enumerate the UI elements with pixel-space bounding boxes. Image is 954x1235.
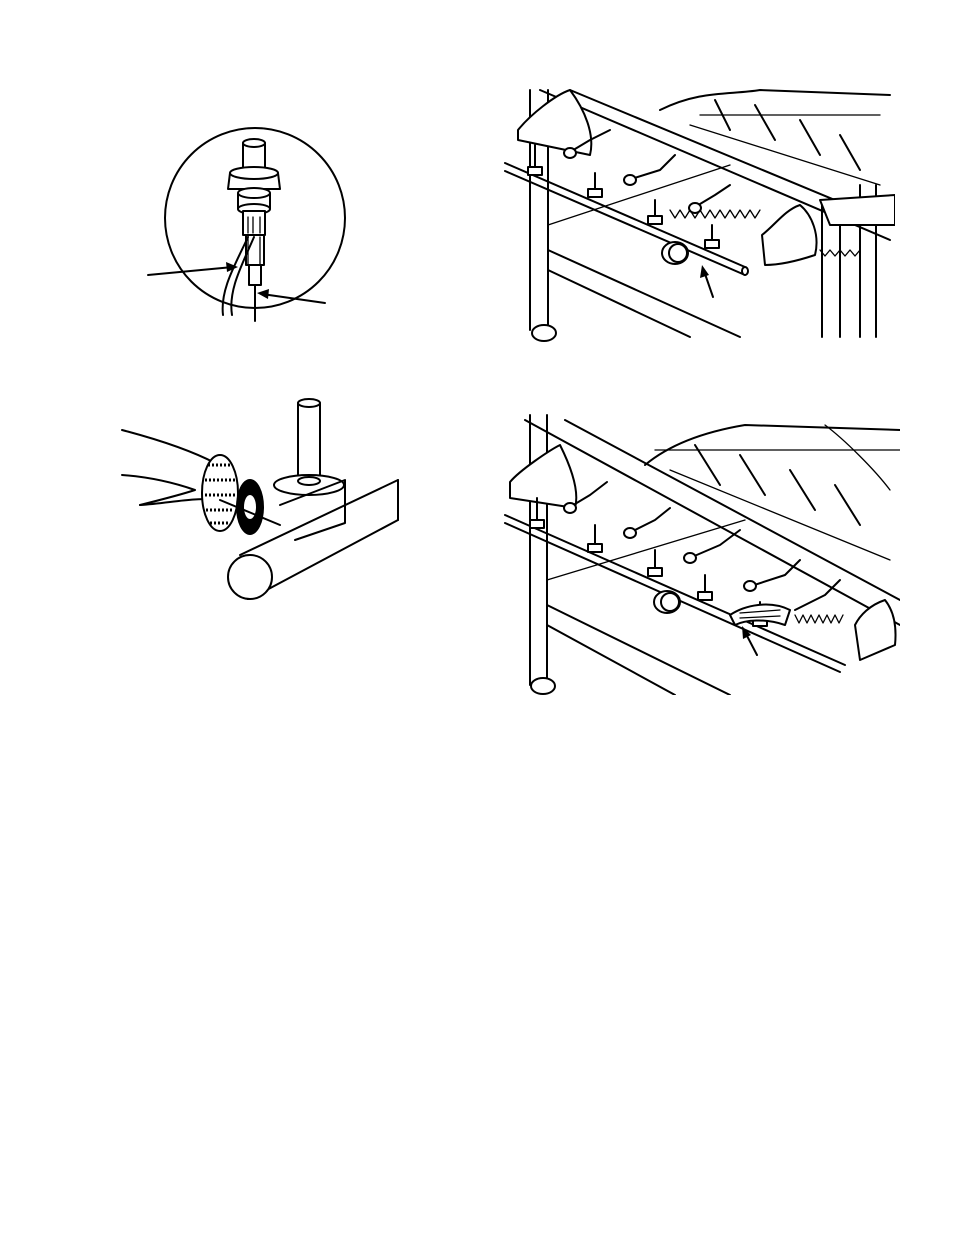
control-knob	[662, 242, 688, 264]
callout-arrow-rail	[700, 265, 713, 297]
vertical-tube	[274, 399, 344, 495]
figure-burner-tube-cleaning	[120, 395, 410, 600]
figure-burner-rack-1	[500, 85, 895, 345]
figure-igniter-closeup	[120, 125, 360, 330]
end-bracket-left	[510, 445, 576, 508]
lower-shelf	[548, 165, 740, 337]
callout-arrow-rail	[742, 626, 757, 655]
callout-arrow-wire	[148, 262, 238, 275]
end-bracket-right	[855, 600, 896, 660]
control-knob	[654, 591, 680, 613]
wire-brush	[202, 455, 280, 535]
figure-burner-rack-2	[495, 410, 900, 695]
burner-tube-install	[730, 605, 843, 625]
